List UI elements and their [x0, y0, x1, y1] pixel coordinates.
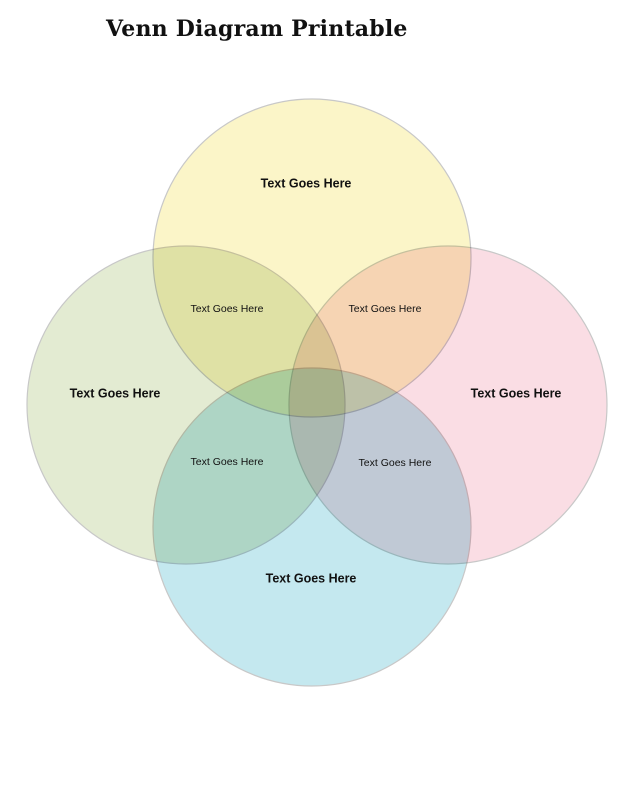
label-bottom: Text Goes Here	[266, 571, 357, 585]
label-overlap-top-left: Text Goes Here	[191, 303, 264, 315]
circle-bottom	[152, 367, 472, 687]
label-overlap-top-right: Text Goes Here	[349, 303, 422, 315]
label-overlap-left-bottom: Text Goes Here	[191, 456, 264, 468]
label-top: Text Goes Here	[261, 176, 352, 190]
page-title: Venn Diagram Printable	[106, 16, 408, 42]
label-right: Text Goes Here	[471, 386, 562, 400]
label-overlap-right-bottom: Text Goes Here	[359, 457, 432, 469]
label-left: Text Goes Here	[70, 386, 161, 400]
